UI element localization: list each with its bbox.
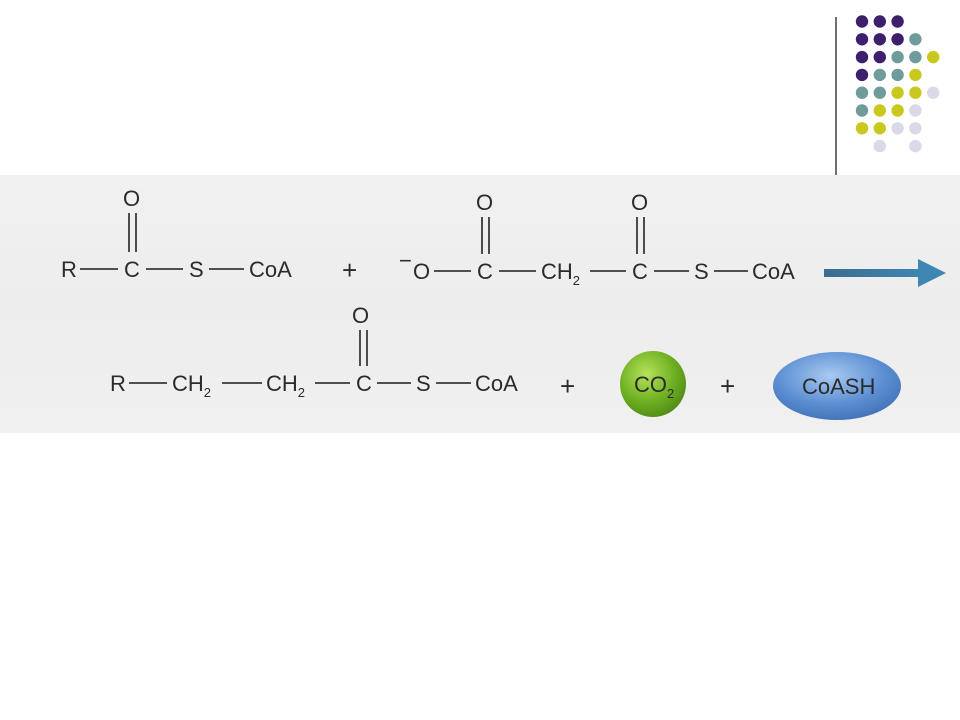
plus-sign: + <box>560 371 575 401</box>
r-group-label: R <box>61 257 77 282</box>
r-group-label: R <box>110 371 126 396</box>
sulfur-label: S <box>416 371 431 396</box>
methylene-label: CH2 <box>172 371 211 400</box>
carboxyl-oxygen-label: O <box>476 190 493 215</box>
methylene-label: CH2 <box>541 259 580 288</box>
plus-sign: + <box>342 255 357 285</box>
reaction-arrow <box>824 259 946 287</box>
carbonyl-carbon-label: C <box>356 371 372 396</box>
coa-label: CoA <box>475 371 518 396</box>
co2-molecule: CO2 <box>620 351 686 417</box>
coash-label: CoASH <box>802 374 875 399</box>
thioester-oxygen-label: O <box>631 190 648 215</box>
sulfur-label: S <box>694 259 709 284</box>
carbonyl-oxygen-label: O <box>352 303 369 328</box>
methylene-label: CH2 <box>266 371 305 400</box>
carboxyl-carbon-label: C <box>477 259 493 284</box>
thioester-carbon-label: C <box>632 259 648 284</box>
coash-molecule: CoASH <box>773 352 901 420</box>
negative-charge-label: − <box>399 248 412 273</box>
co2-label: CO2 <box>634 372 674 401</box>
reactant-acyl-coa: R C O S CoA <box>61 186 292 282</box>
carboxylate-oxygen-label: O <box>413 259 430 284</box>
carbonyl-carbon-label: C <box>124 257 140 282</box>
reactant-malonyl-coa: − O C O CH2 C O S CoA <box>399 190 795 288</box>
coa-label: CoA <box>752 259 795 284</box>
sulfur-label: S <box>189 257 204 282</box>
coa-label: CoA <box>249 257 292 282</box>
carbonyl-oxygen-label: O <box>123 186 140 211</box>
product-ketoacyl-coa: R CH2 CH2 C O S CoA <box>110 303 518 400</box>
plus-sign: + <box>720 371 735 401</box>
